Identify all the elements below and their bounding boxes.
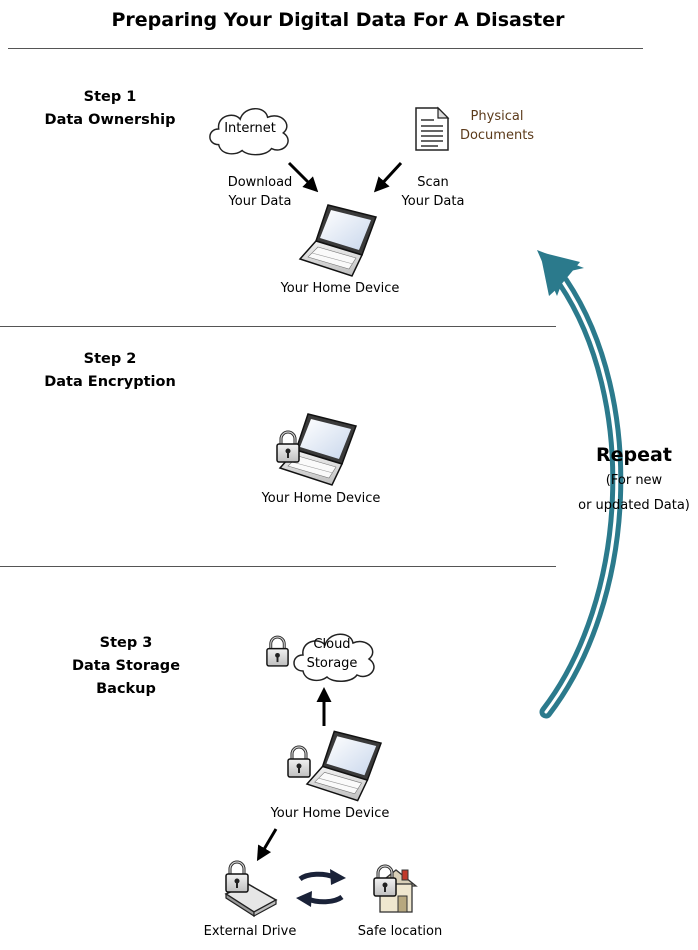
swap-arrows-icon bbox=[296, 869, 346, 907]
safe-location-label: Safe location bbox=[357, 924, 443, 939]
cloud-storage-line2: Storage bbox=[306, 655, 358, 671]
scan-label: Scan Your Data bbox=[388, 174, 478, 211]
step3-number: Step 3 bbox=[99, 635, 153, 651]
step2-number: Step 2 bbox=[83, 351, 137, 367]
step2-divider bbox=[0, 566, 556, 567]
step2-heading: Step 2 Data Encryption bbox=[30, 348, 190, 394]
page-title: Preparing Your Digital Data For A Disast… bbox=[111, 9, 565, 31]
step1-heading: Step 1 Data Ownership bbox=[30, 86, 190, 132]
physical-documents-line1: Physical bbox=[470, 109, 524, 124]
external-drive-label: External Drive bbox=[203, 924, 297, 939]
cloud-storage-label: Cloud Storage bbox=[296, 636, 368, 673]
step3-heading: Step 3 Data Storage Backup bbox=[46, 632, 206, 701]
cloud-storage-line1: Cloud bbox=[313, 637, 351, 652]
repeat-sublabel: (For new or updated Data) bbox=[572, 468, 696, 518]
step1-divider bbox=[0, 326, 556, 327]
step1-number: Step 1 bbox=[83, 89, 137, 105]
step1-device-label: Your Home Device bbox=[280, 281, 400, 296]
drive-arrow-icon bbox=[256, 828, 278, 862]
scan-label-line1: Scan bbox=[417, 175, 449, 190]
step3-name-line2: Backup bbox=[96, 681, 156, 697]
step1-name: Data Ownership bbox=[44, 112, 176, 128]
title-divider bbox=[8, 48, 643, 49]
repeat-sub-line2: or updated Data) bbox=[578, 498, 690, 513]
step2-device-label: Your Home Device bbox=[261, 491, 381, 506]
step2-name: Data Encryption bbox=[44, 374, 176, 390]
internet-label: Internet bbox=[224, 121, 276, 136]
step3-device-label: Your Home Device bbox=[270, 806, 390, 821]
repeat-sub-line1: (For new bbox=[605, 473, 663, 488]
download-label-line1: Download bbox=[227, 175, 293, 190]
repeat-label: Repeat bbox=[596, 444, 672, 466]
scan-label-line2: Your Data bbox=[401, 193, 465, 209]
physical-documents-label: Physical Documents bbox=[452, 108, 542, 145]
download-label-line2: Your Data bbox=[228, 193, 292, 209]
download-arrow-icon bbox=[287, 161, 319, 193]
physical-documents-line2: Documents bbox=[459, 127, 535, 143]
scan-arrow-icon bbox=[373, 161, 403, 193]
download-label: Download Your Data bbox=[215, 174, 305, 211]
step3-name-line1: Data Storage bbox=[71, 658, 181, 674]
document-icon bbox=[415, 106, 450, 151]
